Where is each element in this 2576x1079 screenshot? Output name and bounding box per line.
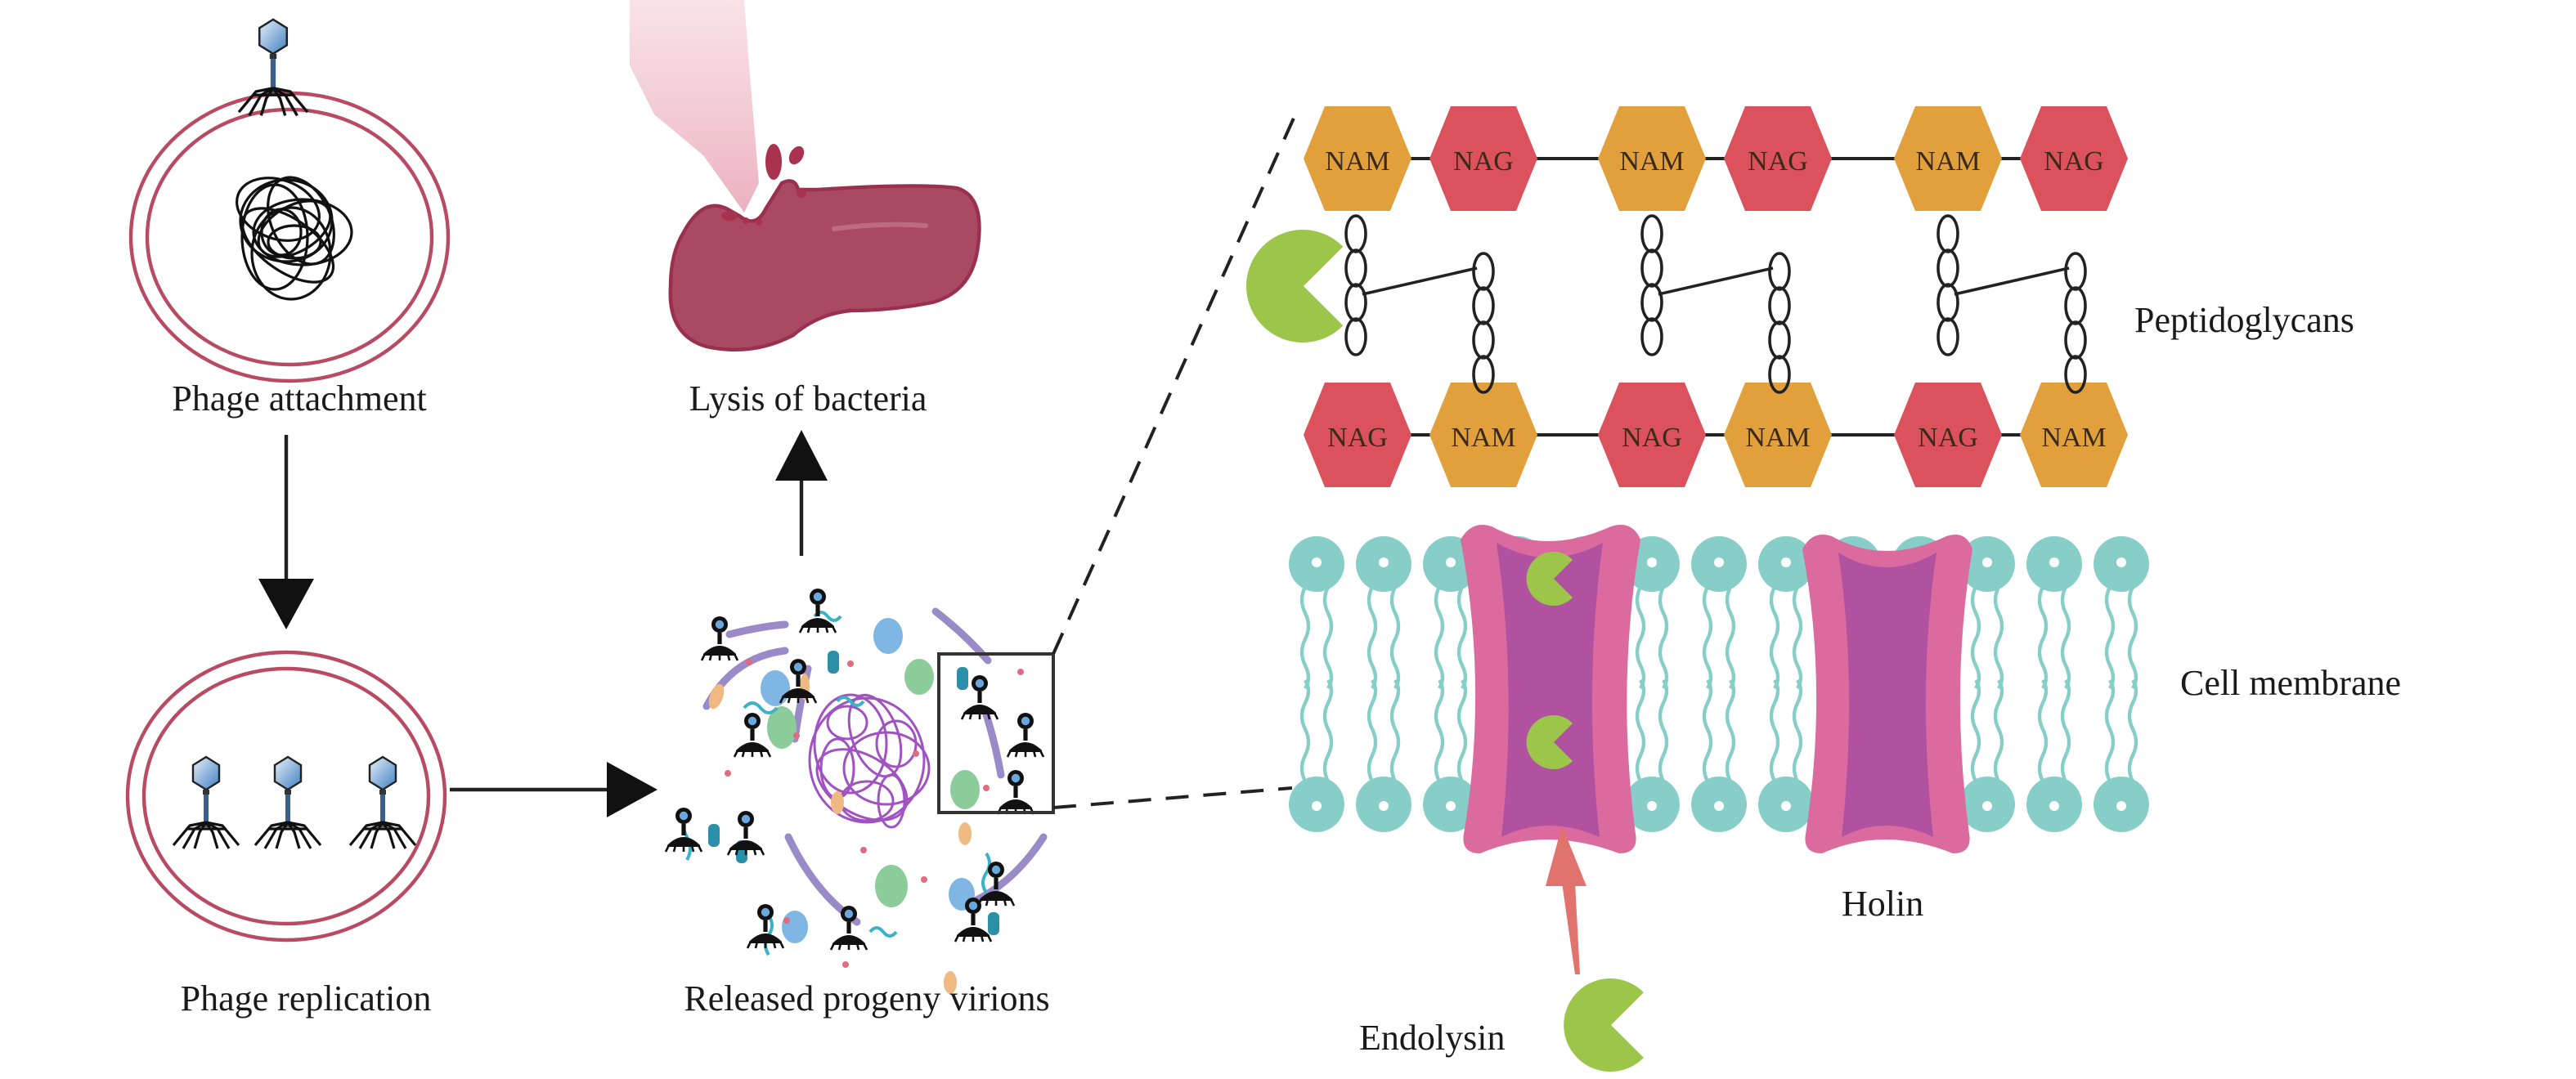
label-released-progeny-virions: Released progeny virions [684, 978, 1049, 1019]
crossbridge-2 [1640, 214, 1791, 394]
arrow-replication-to-release [450, 762, 657, 817]
lipid-top [1691, 536, 1747, 688]
peptide-crossbridges [1344, 214, 2087, 394]
sugar-label: NAM [1325, 146, 1389, 177]
progeny-phage-icon [733, 711, 772, 759]
lipid-bottom [2026, 680, 2082, 832]
bacterium-highlight [832, 222, 928, 231]
progeny-phage-icon [829, 904, 868, 951]
attachment-cell-inner-wall [145, 107, 434, 367]
cytoplasm-spray [630, 0, 759, 213]
sugar-label: NAG [1622, 423, 1682, 453]
progeny-phage-icon [1006, 711, 1045, 759]
splash-droplets [721, 144, 806, 226]
progeny-phage-icon [700, 615, 739, 662]
label-holin: Holin [1842, 884, 1923, 924]
peptidoglycan-panel: NAM NAG NAM NAG NAM NAG NAG NAM NAG NAM NAG NAM Pe… [1246, 106, 2354, 487]
sugar-label: NAM [1915, 146, 1980, 177]
attaching-phage-icon [237, 18, 309, 118]
sugar-label: NAG [1453, 146, 1514, 177]
lipid-bottom [1289, 680, 1344, 832]
endolysin-cleaving-icon [1246, 229, 1344, 343]
sugar-label: NAM [1619, 146, 1684, 177]
progeny-phage-icon [664, 806, 703, 853]
lipid-bottom [1691, 680, 1747, 832]
endolysin-icon [1564, 978, 1644, 1072]
sugar-label: NAG [1327, 423, 1388, 453]
zoom-inset-box [937, 652, 1055, 814]
sugar-label: NAG [1748, 146, 1808, 177]
replication-cell-outer-wall [125, 650, 447, 942]
glycan-strand-top: NAM NAG NAM NAG NAM NAG [1304, 106, 2128, 211]
progeny-phage-icon [798, 587, 837, 634]
crossbridge-3 [1936, 214, 2087, 394]
replicated-phage-icon-1 [172, 755, 240, 850]
cell-membrane-panel: Cell membrane Holin Endolysin [1289, 525, 2401, 1072]
label-peptidoglycans: Peptidoglycans [2134, 300, 2354, 340]
lysis-panel: Lysis of bacteria [630, 0, 981, 419]
lysed-bacterium [668, 179, 981, 351]
sugar-label: NAM [1745, 423, 1810, 453]
label-phage-replication: Phage replication [181, 978, 432, 1019]
bacterial-dna-tangle [236, 176, 353, 301]
lipid-bottom [1356, 680, 1411, 832]
label-cell-membrane: Cell membrane [2180, 663, 2401, 703]
lipid-top [1289, 536, 1344, 688]
attachment-cell-outer-wall [128, 91, 451, 383]
sugar-label: NAG [1918, 423, 1978, 453]
lipid-bottom [1758, 680, 1814, 832]
holin-channel-2 [1802, 535, 1972, 853]
sugar-label: NAM [2041, 423, 2106, 453]
lipid-top [2094, 536, 2149, 688]
holin-channel-1 [1461, 525, 1640, 853]
lipid-bottom [1959, 680, 2015, 832]
released-progeny-panel: Released progeny virions [664, 587, 1055, 1019]
crossbridge-1 [1344, 214, 1495, 394]
arrow-release-to-lysis [775, 430, 828, 556]
lipid-bottom [2094, 680, 2149, 832]
sugar-label: NAG [2044, 146, 2104, 177]
label-endolysin: Endolysin [1359, 1018, 1505, 1058]
replication-cell-inner-wall [141, 666, 431, 926]
phage-attachment-panel: Phage attachment [128, 18, 451, 419]
progeny-phage-icon [746, 902, 785, 950]
lipid-top [2026, 536, 2082, 688]
glycan-strand-bottom: NAG NAM NAG NAM NAG NAM [1304, 383, 2128, 487]
label-lysis-of-bacteria: Lysis of bacteria [689, 378, 927, 419]
phage-replication-panel: Phage replication [125, 650, 447, 1019]
progeny-phage-icon [726, 809, 765, 857]
replicated-phage-icon-2 [254, 755, 322, 850]
zoom-guide-lines [1052, 114, 1297, 809]
label-phage-attachment: Phage attachment [172, 378, 427, 419]
arrow-attachment-to-replication [258, 435, 314, 629]
lipid-top [1356, 536, 1411, 688]
progeny-dna-tangle [808, 693, 931, 829]
endolysin-arrow [1546, 826, 1586, 974]
replicated-phage-icon-3 [348, 755, 417, 850]
lipid-bilayer [1289, 536, 2149, 832]
sugar-label: NAM [1451, 423, 1515, 453]
